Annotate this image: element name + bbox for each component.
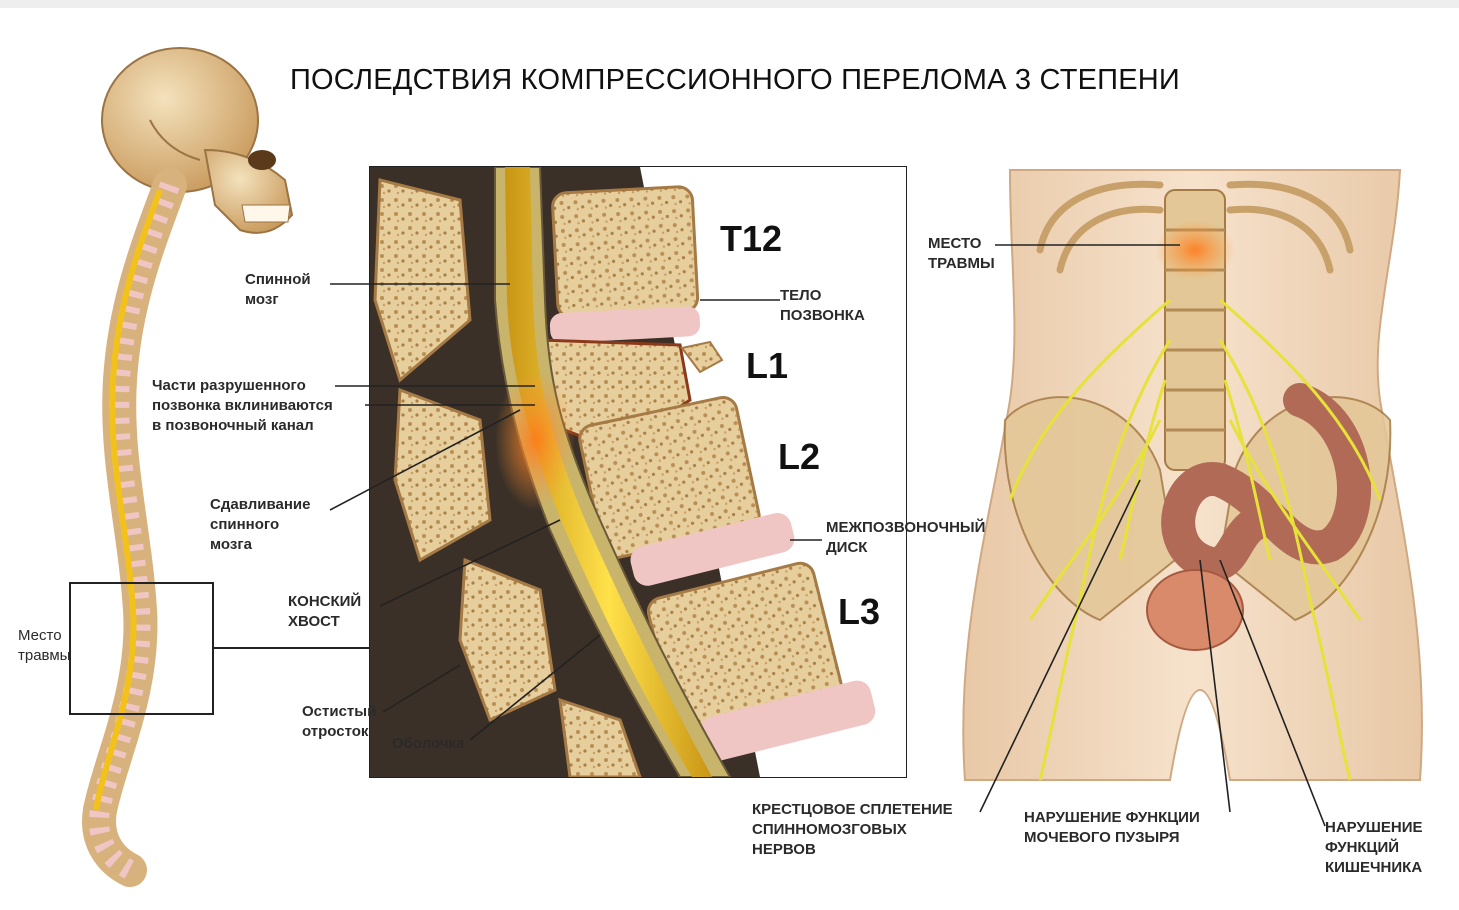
label-l1: L1 bbox=[746, 345, 788, 387]
label-injury-site-right: МЕСТО ТРАВМЫ bbox=[928, 234, 995, 274]
label-spinous-process: Остистый отросток bbox=[302, 702, 376, 742]
label-l2: L2 bbox=[778, 436, 820, 478]
torso-figure bbox=[963, 170, 1422, 780]
skull-icon bbox=[102, 48, 292, 233]
cross-section-panel bbox=[370, 167, 906, 777]
label-fragments: Части разрушенного позвонка вклиниваются… bbox=[152, 376, 333, 436]
label-t12: T12 bbox=[720, 218, 782, 260]
label-disc: МЕЖПОЗВОНОЧНЫЙ ДИСК bbox=[826, 518, 985, 558]
injury-glow bbox=[495, 370, 575, 510]
label-injury-site-left: Место травмы bbox=[18, 626, 70, 666]
label-l3: L3 bbox=[838, 591, 880, 633]
label-spinal-cord: Спинной мозг bbox=[245, 270, 311, 310]
label-cauda-equina: КОНСКИЙ ХВОСТ bbox=[288, 592, 361, 632]
label-membrane: Оболочка bbox=[392, 734, 464, 754]
label-bladder: НАРУШЕНИЕ ФУНКЦИИ МОЧЕВОГО ПУЗЫРЯ bbox=[1024, 808, 1200, 848]
label-bowel: НАРУШЕНИЕ ФУНКЦИЙ КИШЕЧНИКА bbox=[1325, 818, 1423, 878]
label-sacral-plexus: КРЕСТЦОВОЕ СПЛЕТЕНИЕ СПИННОМОЗГОВЫХ НЕРВ… bbox=[752, 800, 953, 860]
label-vertebral-body: ТЕЛО ПОЗВОНКА bbox=[780, 286, 865, 326]
torso-injury-glow bbox=[1155, 220, 1235, 280]
label-compression: Сдавливание спинного мозга bbox=[210, 495, 310, 555]
skeleton-figure bbox=[70, 48, 370, 870]
